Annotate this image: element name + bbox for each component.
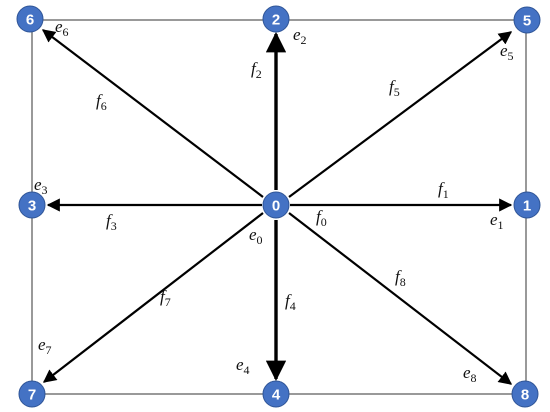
node-7: 7 (18, 380, 46, 408)
label-f0: f0 (316, 207, 327, 229)
node-label: 3 (28, 198, 36, 215)
label-f8: f8 (395, 267, 406, 289)
label-e8: e8 (463, 363, 477, 385)
label-f6: f6 (96, 91, 107, 113)
node-circle (262, 191, 290, 219)
node-circle (513, 6, 541, 34)
node-circle (262, 5, 290, 33)
node-label: 6 (26, 12, 34, 29)
label-e5: e5 (500, 41, 514, 63)
arrow-to-node-8 (288, 212, 513, 385)
node-8: 8 (511, 380, 539, 408)
label-e2: e2 (293, 25, 307, 47)
node-label: 4 (272, 387, 281, 404)
node-6: 6 (16, 5, 44, 33)
node-label: 2 (272, 12, 280, 29)
node-0: 0 (262, 191, 290, 219)
label-f5: f5 (389, 77, 400, 99)
node-label: 0 (272, 198, 280, 215)
arrow-to-node-6 (41, 29, 264, 198)
label-e3: e3 (34, 175, 48, 197)
node-circle (18, 380, 46, 408)
node-circle (16, 5, 44, 33)
label-f7: f7 (160, 287, 171, 309)
node-circle (513, 191, 541, 219)
arrow-to-node-5 (288, 31, 513, 198)
node-1: 1 (513, 191, 541, 219)
node-5: 5 (513, 6, 541, 34)
node-circle (511, 380, 539, 408)
label-e1: e1 (490, 210, 504, 232)
label-e6: e6 (55, 17, 69, 39)
node-label: 7 (28, 387, 36, 404)
label-e7: e7 (38, 335, 52, 357)
label-f2: f2 (251, 59, 262, 81)
node-label: 5 (523, 13, 531, 30)
label-f1: f1 (438, 179, 449, 201)
label-e4: e4 (236, 355, 250, 377)
node-3: 3 (18, 191, 46, 219)
node-circle (262, 380, 290, 408)
node-4: 4 (262, 380, 290, 408)
label-e0: e0 (249, 225, 263, 247)
velocity-arrows (41, 29, 513, 385)
node-label: 1 (523, 198, 531, 215)
label-f4: f4 (285, 291, 296, 313)
label-f3: f3 (106, 211, 117, 233)
node-circle (18, 191, 46, 219)
arrow-to-node-7 (42, 212, 264, 383)
node-label: 8 (521, 387, 529, 404)
node-2: 2 (262, 5, 290, 33)
